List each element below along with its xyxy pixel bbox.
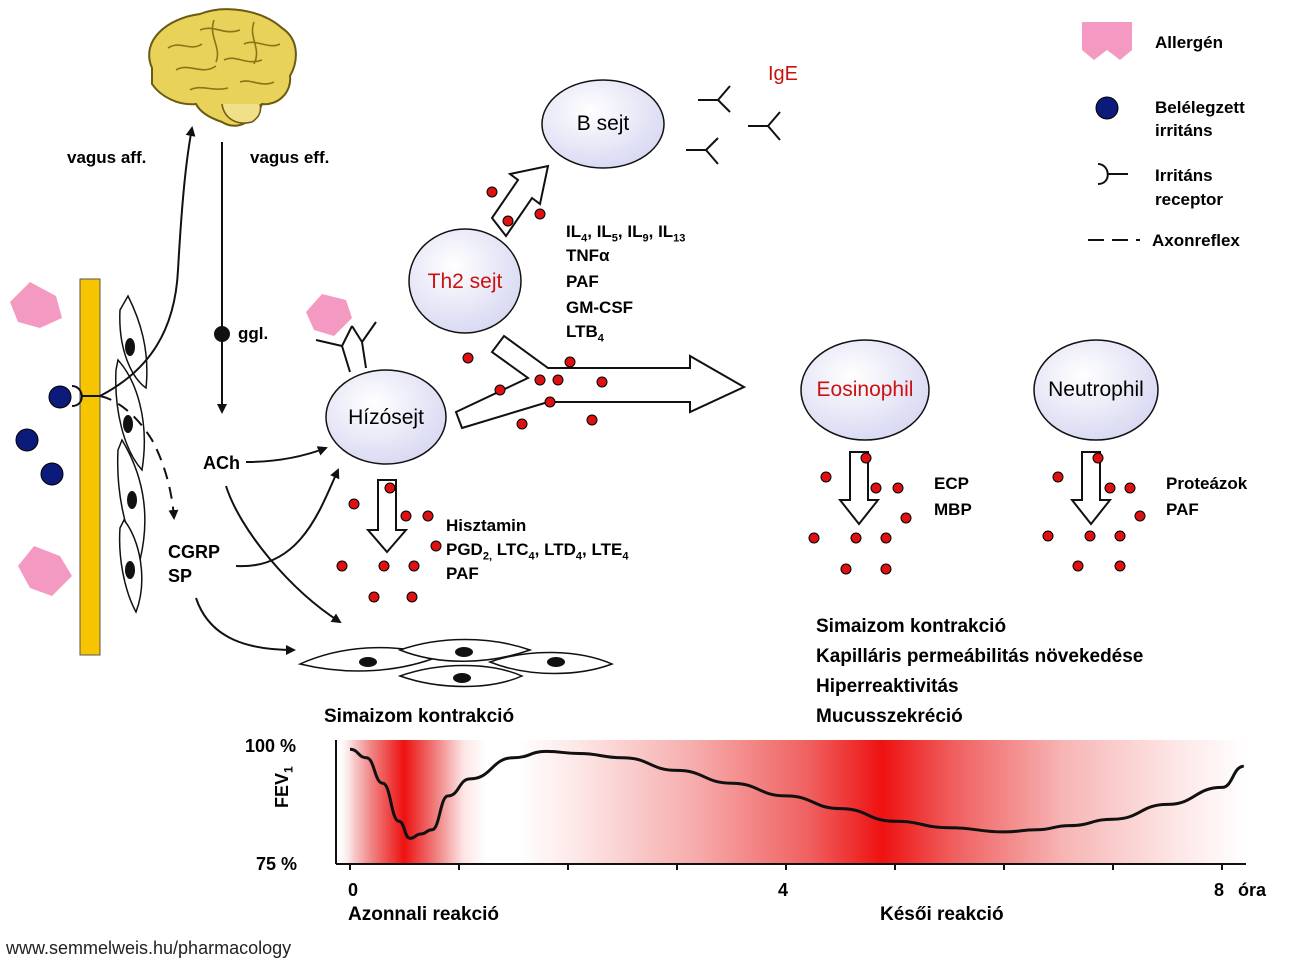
hollow-arrow-down: [365, 479, 409, 554]
eosinophil-cell: [800, 339, 930, 441]
mast-paf: PAF: [446, 564, 479, 583]
label-immediate-reaction: Azonnali reakció: [348, 904, 499, 925]
label-vagus-eff: vagus eff.: [250, 148, 330, 167]
ige-antibody-icon: [686, 85, 781, 165]
effect-item: Mucusszekréció: [816, 706, 963, 727]
cytokine-ltb4: LTB4: [566, 322, 604, 345]
label-ige: IgE: [768, 63, 799, 85]
axonreflex-path: [99, 395, 179, 520]
mast-cell: [325, 369, 447, 465]
legend-receptor-icon: [1097, 163, 1128, 185]
fev1-curve: [349, 747, 1245, 840]
allergen-icon: [306, 294, 352, 336]
y-axis-label: FEV1: [272, 766, 296, 808]
eos-ecp: ECP: [934, 474, 969, 493]
label-cgrp: CGRP: [168, 542, 221, 562]
smooth-muscle-vertical: [114, 294, 148, 614]
legend-receptor-line2: receptor: [1155, 190, 1224, 209]
irritant-particle: [48, 385, 72, 409]
irritant-particle: [15, 428, 39, 452]
y-tick-100: 100 %: [245, 736, 297, 756]
legend-irritant-line1: Belélegzett: [1155, 98, 1245, 117]
effect-item: Hiperreaktivitás: [816, 676, 959, 697]
mast-hisztamin: Hisztamin: [446, 516, 527, 535]
y-tick-75: 75 %: [256, 854, 298, 874]
x-tick-4: 4: [778, 880, 789, 900]
legend-axonreflex: Axonreflex: [1152, 231, 1240, 250]
cytokine-gmcsf: GM-CSF: [566, 298, 634, 317]
b-cell: [541, 79, 665, 169]
label-smooth-contraction: Simaizom kontrakció: [324, 706, 515, 727]
vagus-afferent-path: [99, 126, 196, 397]
x-tick-0: 0: [348, 880, 359, 900]
neu-paf: PAF: [1166, 500, 1199, 519]
effect-item: Simaizom kontrakció: [816, 616, 1007, 637]
reaction-gradient-band: [336, 740, 1246, 864]
label-sp: SP: [168, 566, 193, 586]
x-axis-ticks: [349, 864, 1223, 870]
x-axis-unit: óra: [1238, 880, 1267, 900]
ige-on-mast-cell: [315, 321, 377, 373]
legend-allergen-icon: [1082, 22, 1132, 60]
legend-irritant-line2: irritáns: [1155, 121, 1213, 140]
legend-receptor-line1: Irritáns: [1155, 166, 1213, 185]
receptor-icon: [71, 385, 100, 407]
x-tick-8: 8: [1214, 880, 1225, 900]
epithelium-bar: [79, 278, 101, 656]
label-late-reaction: Késői reakció: [880, 904, 1004, 925]
footer-url: www.semmelweis.hu/pharmacology: [6, 938, 292, 958]
allergen-icon: [18, 546, 72, 596]
eos-mbp: MBP: [934, 500, 972, 519]
label-th2-cell: Th2 sejt: [427, 270, 503, 293]
irritant-particle: [40, 462, 64, 486]
mast-prostaglandins: PGD2, LTC4, LTD4, LTE4: [446, 540, 629, 563]
label-eosinophil: Eosinophil: [816, 378, 914, 401]
cytokine-paf: PAF: [566, 272, 599, 291]
allergen-icon: [10, 282, 62, 328]
label-vagus-aff: vagus aff.: [67, 148, 147, 167]
label-neutrophil: Neutrophil: [1048, 378, 1144, 401]
neu-proteazok: Proteázok: [1166, 474, 1248, 493]
label-ach: ACh: [203, 453, 240, 473]
cytokine-tnf: TNFα: [566, 246, 610, 265]
mediator-dots: [336, 186, 1146, 603]
label-b-cell: B sejt: [576, 112, 630, 135]
cytokine-il-list: IL4, IL5, IL9, IL13: [566, 222, 686, 245]
neutrophil-cell: [1033, 339, 1159, 441]
effect-item: Kapilláris permeábilitás növekedése: [816, 646, 1144, 667]
label-mast-cell: Hízósejt: [348, 406, 424, 429]
brain-icon: [148, 8, 297, 127]
legend-allergen: Allergén: [1155, 33, 1224, 52]
label-ggl: ggl.: [238, 324, 269, 343]
th2-cell: [408, 228, 522, 334]
legend-irritant-icon: [1095, 96, 1119, 120]
ganglion-dot: [214, 326, 230, 342]
